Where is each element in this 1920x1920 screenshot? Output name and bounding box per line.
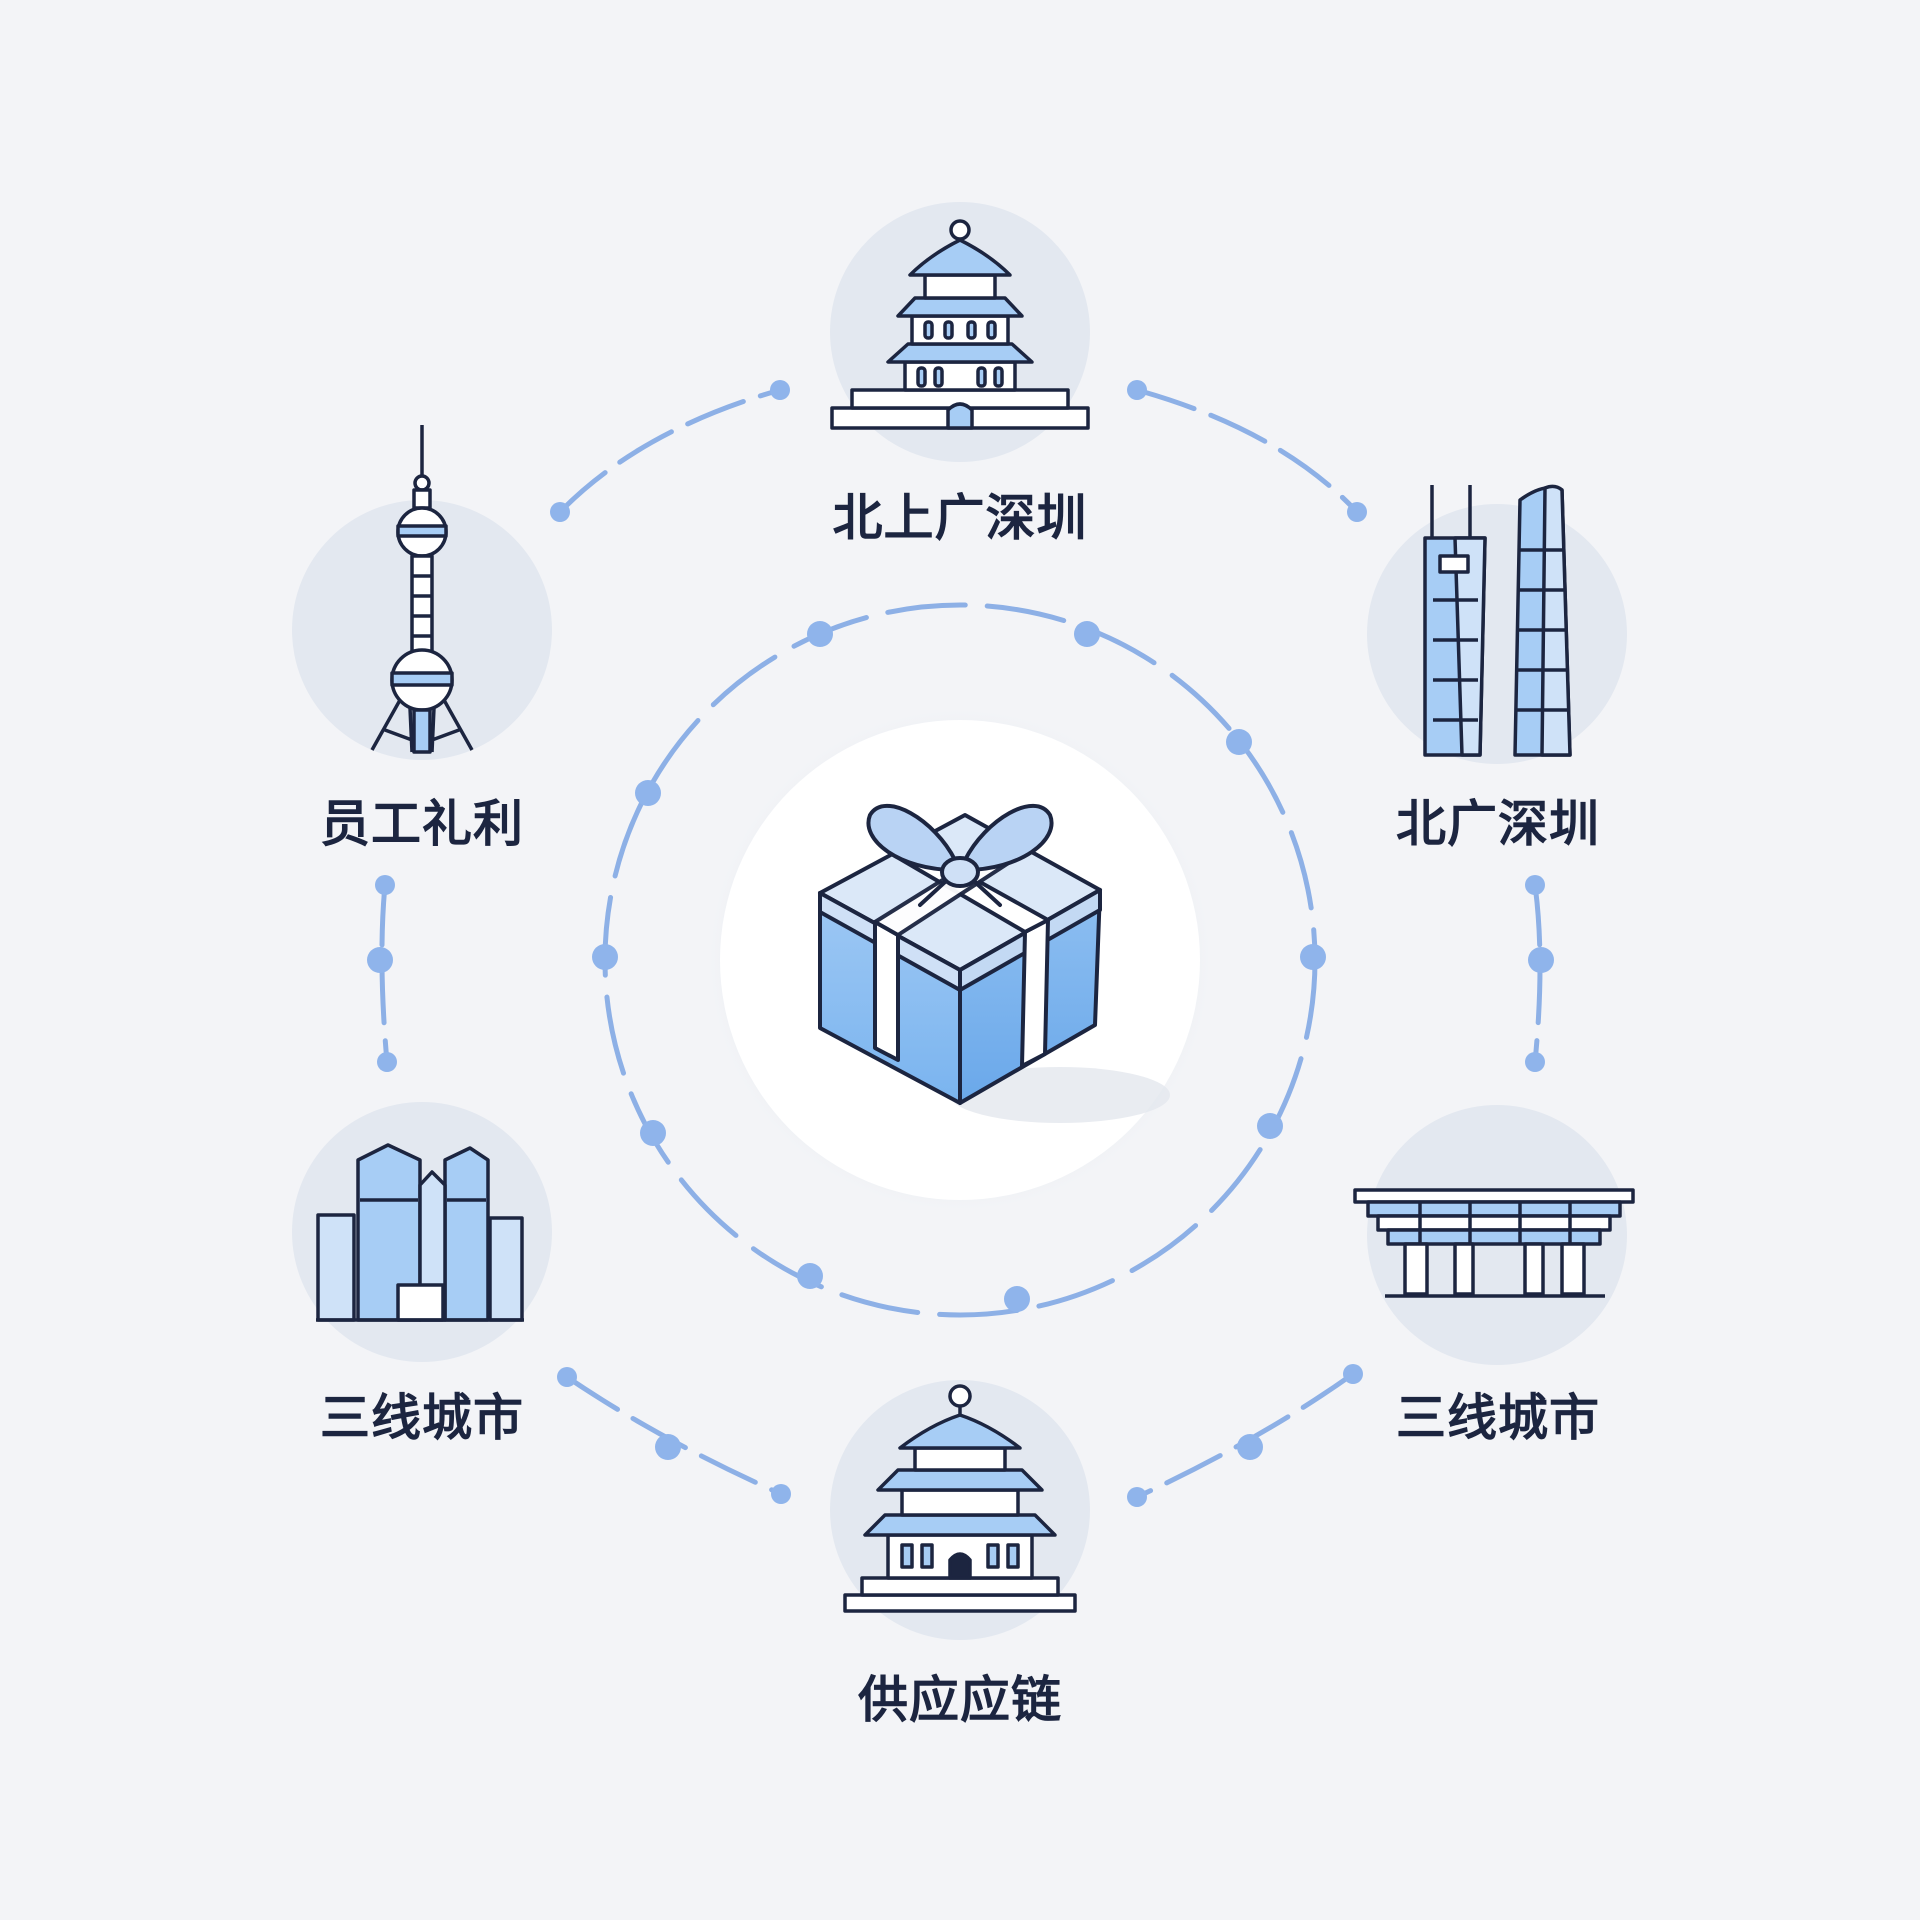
ring-dot bbox=[635, 780, 661, 806]
ring-dot bbox=[797, 1263, 823, 1289]
icon-circle-upper-right bbox=[1367, 504, 1627, 764]
gift-box-icon bbox=[818, 803, 1102, 1105]
ring-dot bbox=[1004, 1286, 1030, 1312]
label-upper-right: 北广深圳 bbox=[1396, 795, 1600, 853]
connector-right bbox=[1532, 882, 1543, 1065]
label-bottom: 供应应链 bbox=[858, 1671, 1062, 1729]
connector-dot bbox=[655, 1434, 681, 1460]
ring-dot bbox=[807, 621, 833, 647]
ring-dot bbox=[640, 1120, 666, 1146]
ring-dot bbox=[592, 944, 618, 970]
ring-dot bbox=[1226, 729, 1252, 755]
connector-dot bbox=[1525, 1052, 1545, 1072]
ring-dot bbox=[1300, 944, 1326, 970]
office-towers-icon bbox=[316, 1143, 524, 1322]
connector-top-left bbox=[557, 387, 783, 515]
ring-dot bbox=[1074, 621, 1100, 647]
connector-dots bbox=[367, 380, 1554, 1507]
label-upper-left: 员工礼利 bbox=[320, 795, 524, 853]
connector-dot bbox=[550, 502, 570, 522]
connector-left bbox=[379, 882, 390, 1065]
connector-dot bbox=[771, 1484, 791, 1504]
connector-dot bbox=[375, 875, 395, 895]
skyscrapers-icon bbox=[1423, 484, 1572, 757]
ring-dot bbox=[1257, 1113, 1283, 1139]
pagoda-icon bbox=[843, 1384, 1077, 1613]
connector-dot bbox=[367, 947, 393, 973]
label-lower-right: 三线城市 bbox=[1396, 1389, 1600, 1447]
pavilion-icon bbox=[1353, 1188, 1635, 1298]
connector-dot bbox=[1343, 1364, 1363, 1384]
tv-tower-icon bbox=[370, 425, 474, 754]
connector-dot bbox=[1347, 502, 1367, 522]
connector-dot bbox=[1525, 875, 1545, 895]
temple-icon bbox=[830, 219, 1090, 430]
connector-dot bbox=[1127, 1487, 1147, 1507]
connector-dot bbox=[770, 380, 790, 400]
connector-dot bbox=[1528, 947, 1554, 973]
connector-dot bbox=[1237, 1434, 1263, 1460]
connector-top-right bbox=[1134, 387, 1360, 515]
connector-dot bbox=[377, 1052, 397, 1072]
label-top: 北上广深圳 bbox=[832, 489, 1088, 547]
ring-dots bbox=[592, 621, 1326, 1312]
connector-dot bbox=[557, 1367, 577, 1387]
connector-dot bbox=[1127, 380, 1147, 400]
label-lower-left: 三线城市 bbox=[320, 1389, 524, 1447]
